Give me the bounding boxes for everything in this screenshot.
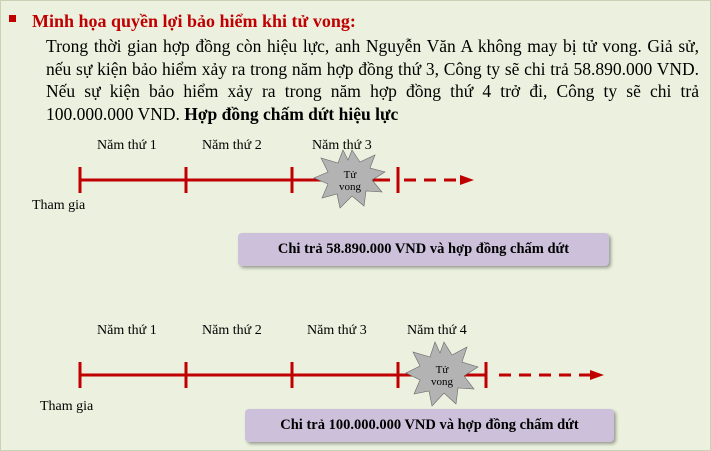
slide-heading: Minh họa quyền lợi bảo hiểm khi tử vong: — [32, 11, 356, 31]
bullet-icon — [9, 15, 16, 22]
timeline-1-result-box: Chi trả 58.890.000 VND và hợp đồng chấm … — [238, 233, 609, 266]
timeline-2-arrowhead-icon — [590, 370, 604, 380]
timeline-1-burst-icon — [313, 149, 386, 209]
timeline-1-start-label: Tham gia — [32, 198, 86, 213]
timeline-2-event-label: Tử vong — [431, 364, 453, 388]
timeline-2-year-1: Năm thứ 1 — [97, 323, 157, 338]
timeline-2-year-2: Năm thứ 2 — [202, 323, 262, 338]
description-paragraph: Trong thời gian hợp đồng còn hiệu lực, a… — [46, 35, 699, 125]
description-text: Trong thời gian hợp đồng còn hiệu lực, a… — [46, 36, 699, 124]
timeline-1-event-label: Tử vong — [339, 169, 361, 193]
timeline-2-burst-icon — [405, 341, 479, 407]
timeline-1-result-text: Chi trả 58.890.000 VND và hợp đồng chấm … — [277, 241, 570, 257]
timeline-1-year-2: Năm thứ 2 — [202, 138, 262, 153]
timeline-2-year-4: Năm thứ 4 — [407, 323, 467, 338]
timeline-1-year-3: Năm thứ 3 — [312, 138, 372, 153]
timeline-1-arrowhead-icon — [460, 175, 474, 185]
timeline-2-start-label: Tham gia — [40, 399, 94, 414]
timeline-1-year-1: Năm thứ 1 — [97, 138, 157, 153]
timeline-2-result-text: Chi trả 100.000.000 VND và hợp đồng chấm… — [280, 417, 579, 433]
description-bold-text: Hợp đồng chấm dứt hiệu lực — [184, 103, 399, 124]
timeline-2-result-box: Chi trả 100.000.000 VND và hợp đồng chấm… — [245, 409, 614, 442]
timeline-2-year-3: Năm thứ 3 — [307, 323, 367, 338]
